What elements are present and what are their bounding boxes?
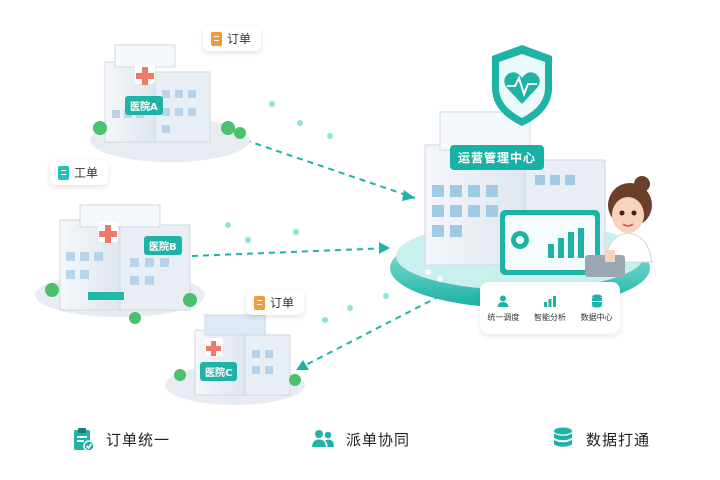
hospital-b-tag: 工单 bbox=[50, 160, 109, 185]
feature-dispatch-coop: 派单协同 bbox=[310, 426, 410, 452]
panel-item-data-center: 数据中心 bbox=[581, 294, 613, 323]
hospital-b-building bbox=[35, 204, 205, 324]
nurse-avatar bbox=[585, 176, 653, 277]
hospital-c-tag: 订单 bbox=[246, 290, 305, 315]
clipboard-icon bbox=[254, 295, 265, 310]
users-icon bbox=[311, 430, 334, 447]
dashboard-screen bbox=[500, 210, 600, 275]
flow-dots bbox=[225, 101, 389, 323]
hospital-c-building bbox=[165, 314, 305, 405]
hospital-a-building bbox=[90, 44, 250, 162]
panel-item-dispatch: 统一调度 bbox=[487, 294, 519, 323]
hospital-a-tag: 订单 bbox=[203, 26, 262, 51]
database-icon bbox=[591, 294, 602, 307]
bar-chart-icon bbox=[543, 295, 556, 307]
clipboard-check-icon bbox=[73, 428, 95, 452]
feature-data-connect: 数据打通 bbox=[550, 426, 650, 452]
document-icon bbox=[58, 165, 69, 180]
feature-order-unify: 订单统一 bbox=[70, 426, 170, 452]
user-icon bbox=[497, 295, 509, 307]
feature-bar: 订单统一 派单协同 数据打通 bbox=[0, 414, 720, 464]
center-panel: 统一调度 智能分析 数据中心 bbox=[480, 282, 620, 334]
heart-pulse-shield-icon bbox=[492, 45, 552, 126]
flow-arrows bbox=[191, 139, 441, 371]
hospital-b-sign: 医院B bbox=[144, 236, 182, 255]
hospital-a-sign: 医院A bbox=[125, 96, 163, 115]
arrow-a-to-center bbox=[244, 139, 416, 199]
clipboard-icon bbox=[211, 31, 222, 46]
hospital-c-sign: 医院C bbox=[200, 362, 238, 381]
arrow-heads bbox=[296, 190, 415, 370]
arrow-b-to-center bbox=[191, 247, 391, 257]
center-title: 运营管理中心 bbox=[450, 145, 545, 170]
database-icon bbox=[553, 427, 572, 447]
panel-item-analysis: 智能分析 bbox=[534, 294, 566, 323]
arrow-center-to-c bbox=[295, 295, 441, 371]
